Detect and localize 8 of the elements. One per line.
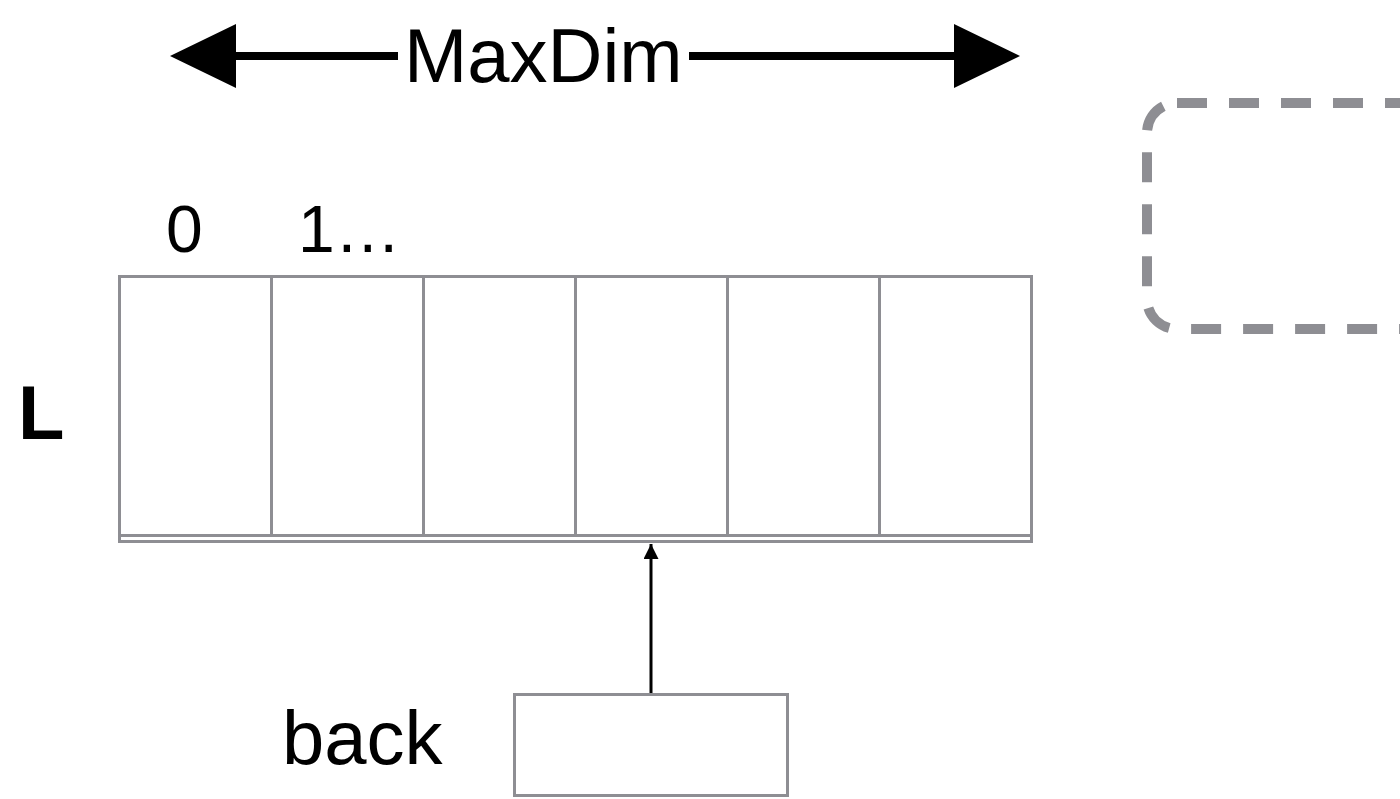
dashed-rounded-box bbox=[1142, 98, 1400, 334]
array-box bbox=[118, 275, 1033, 543]
index-label: 0 bbox=[165, 196, 204, 262]
box bbox=[513, 693, 789, 797]
index-label: 1… bbox=[297, 196, 402, 262]
arrow bbox=[643, 544, 659, 693]
node-label: back bbox=[282, 700, 443, 776]
array-name: L bbox=[18, 375, 65, 451]
